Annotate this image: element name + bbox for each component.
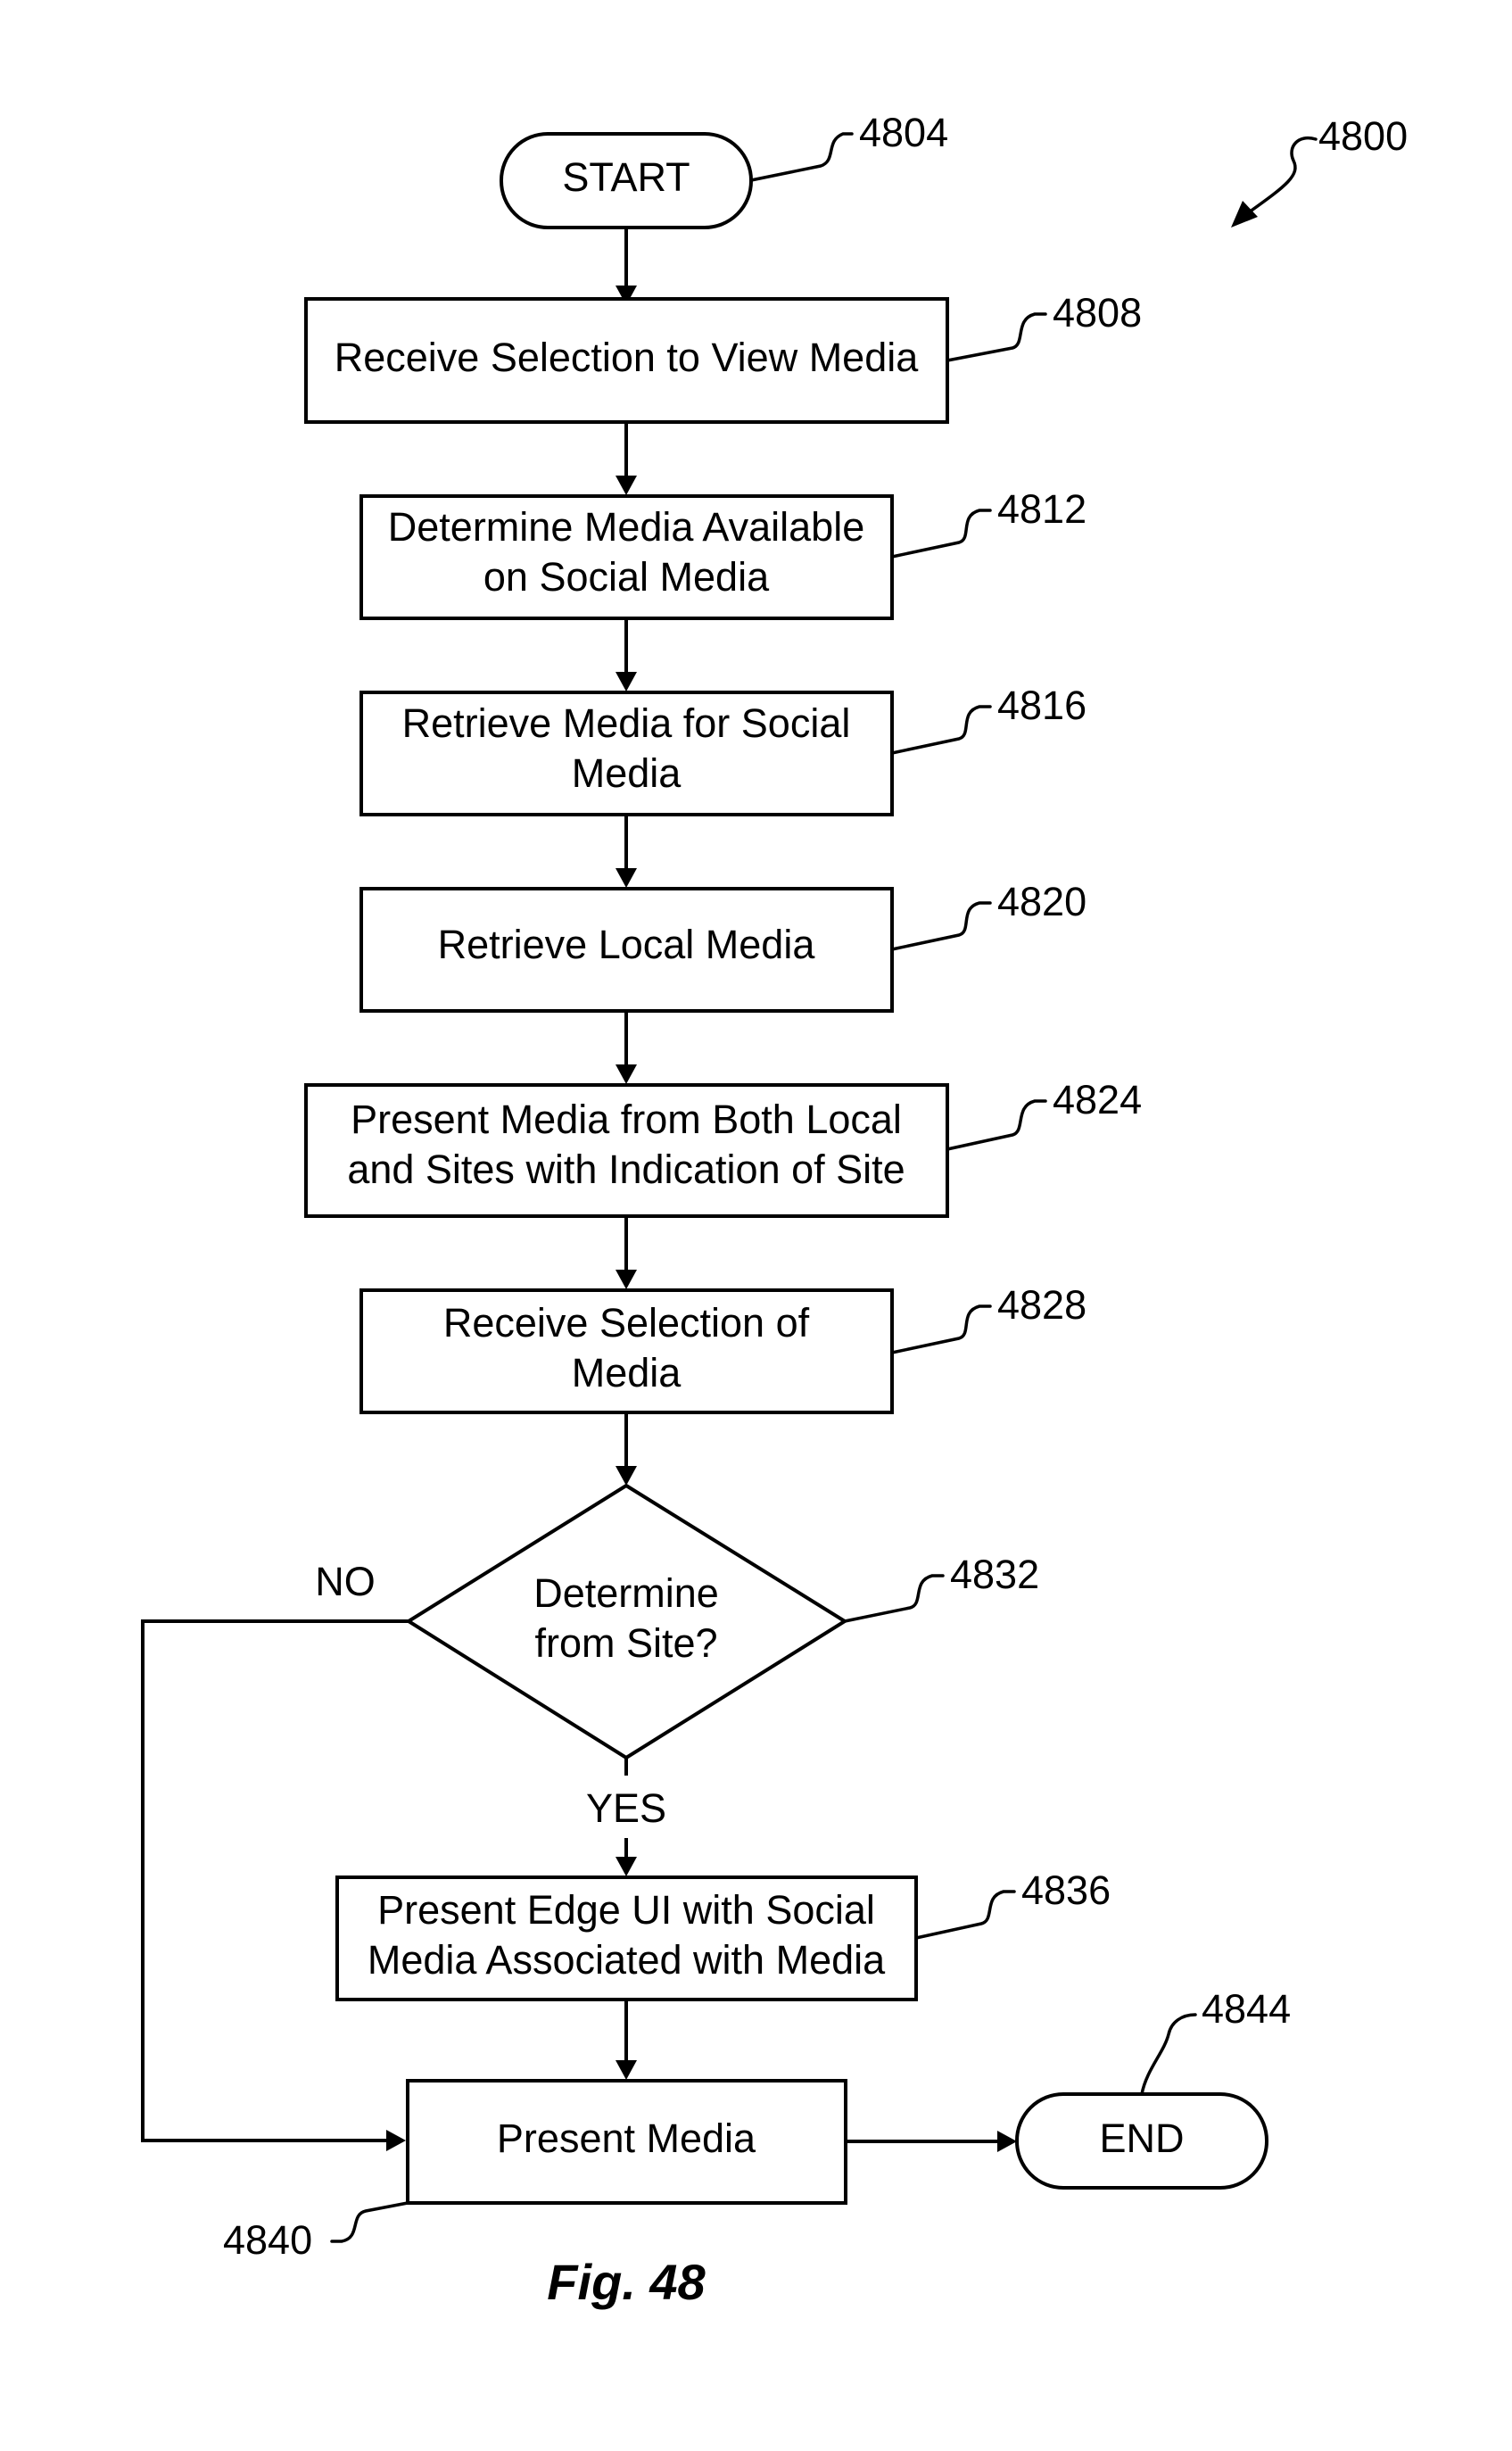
- ref-4808: 4808: [1053, 290, 1142, 335]
- node-4840: Present Media 4840: [223, 2081, 846, 2263]
- process-4828-line1: Receive Selection of: [443, 1300, 810, 1346]
- process-4828-line2: Media: [572, 1350, 682, 1395]
- decision-line1: Determine: [533, 1570, 719, 1616]
- arrowhead: [616, 2060, 637, 2080]
- arrowhead: [616, 1270, 637, 1289]
- no-label: NO: [315, 1559, 376, 1604]
- ref-4836: 4836: [1021, 1867, 1111, 1913]
- node-4828: Receive Selection of Media 4828: [361, 1282, 1086, 1412]
- process-4816-line1: Retrieve Media for Social: [402, 700, 851, 746]
- branch-yes: YES: [586, 1758, 666, 1876]
- ref-4824: 4824: [1053, 1077, 1142, 1122]
- ref-4832: 4832: [950, 1552, 1039, 1597]
- process-4820-text: Retrieve Local Media: [438, 922, 816, 967]
- process-4808-text: Receive Selection to View Media: [335, 335, 919, 380]
- process-4824-line1: Present Media from Both Local: [351, 1097, 902, 1142]
- process-4840-text: Present Media: [497, 2116, 756, 2161]
- figure-ref-label: 4800: [1318, 113, 1408, 159]
- leader-4820: [892, 903, 990, 949]
- leader-4824: [947, 1101, 1045, 1149]
- start-label: START: [562, 154, 690, 200]
- ref-4840: 4840: [223, 2217, 312, 2263]
- process-4824-line2: and Sites with Indication of Site: [347, 1147, 905, 1192]
- arrowhead: [616, 1466, 637, 1486]
- node-4808: Receive Selection to View Media 4808: [306, 290, 1142, 422]
- leader-4832: [845, 1576, 943, 1621]
- ref-4816: 4816: [997, 683, 1086, 728]
- arrowhead: [616, 1857, 637, 1876]
- figure-ref-4800: 4800: [1231, 113, 1408, 228]
- leader-4836: [916, 1892, 1014, 1938]
- leader-4812: [892, 510, 990, 557]
- node-4836: Present Edge UI with Social Media Associ…: [337, 1867, 1111, 2000]
- arrowhead: [616, 672, 637, 691]
- arrowhead: [616, 476, 637, 495]
- figure-caption: Fig. 48: [547, 2254, 706, 2310]
- ref-4820: 4820: [997, 879, 1086, 924]
- ref-4812: 4812: [997, 486, 1086, 532]
- leader-4828: [892, 1306, 990, 1353]
- figure-ref-arrow: [1249, 138, 1316, 212]
- arrowhead: [997, 2131, 1017, 2152]
- arrowhead: [386, 2130, 406, 2151]
- ref-4828: 4828: [997, 1282, 1086, 1328]
- process-4812-line1: Determine Media Available: [388, 504, 864, 550]
- node-end: END 4844: [1017, 1986, 1291, 2188]
- ref-4844: 4844: [1202, 1986, 1291, 2032]
- node-start: START 4804: [501, 110, 948, 228]
- branch-no: NO: [143, 1559, 409, 2151]
- node-4812: Determine Media Available on Social Medi…: [361, 486, 1086, 618]
- figure-ref-arrowhead: [1231, 201, 1258, 228]
- end-label: END: [1099, 2116, 1184, 2161]
- node-4820: Retrieve Local Media 4820: [361, 879, 1086, 1011]
- yes-label: YES: [586, 1785, 666, 1831]
- leader-4844: [1142, 2015, 1195, 2094]
- node-4832: Determine from Site? 4832: [409, 1486, 1039, 1758]
- decision-line2: from Site?: [534, 1620, 717, 1666]
- arrowhead: [616, 868, 637, 888]
- arrowhead: [616, 1064, 637, 1084]
- leader-4840: [332, 2203, 408, 2241]
- process-4812-line2: on Social Media: [483, 554, 770, 600]
- process-4836-line2: Media Associated with Media: [368, 1937, 886, 1983]
- start-leader-line: [751, 134, 852, 180]
- node-4816: Retrieve Media for Social Media 4816: [361, 683, 1086, 815]
- leader-4808: [947, 314, 1045, 360]
- leader-4816: [892, 707, 990, 753]
- node-4824: Present Media from Both Local and Sites …: [306, 1077, 1142, 1216]
- process-4816-line2: Media: [572, 750, 682, 796]
- start-ref: 4804: [859, 110, 948, 155]
- process-4836-line1: Present Edge UI with Social: [377, 1887, 875, 1933]
